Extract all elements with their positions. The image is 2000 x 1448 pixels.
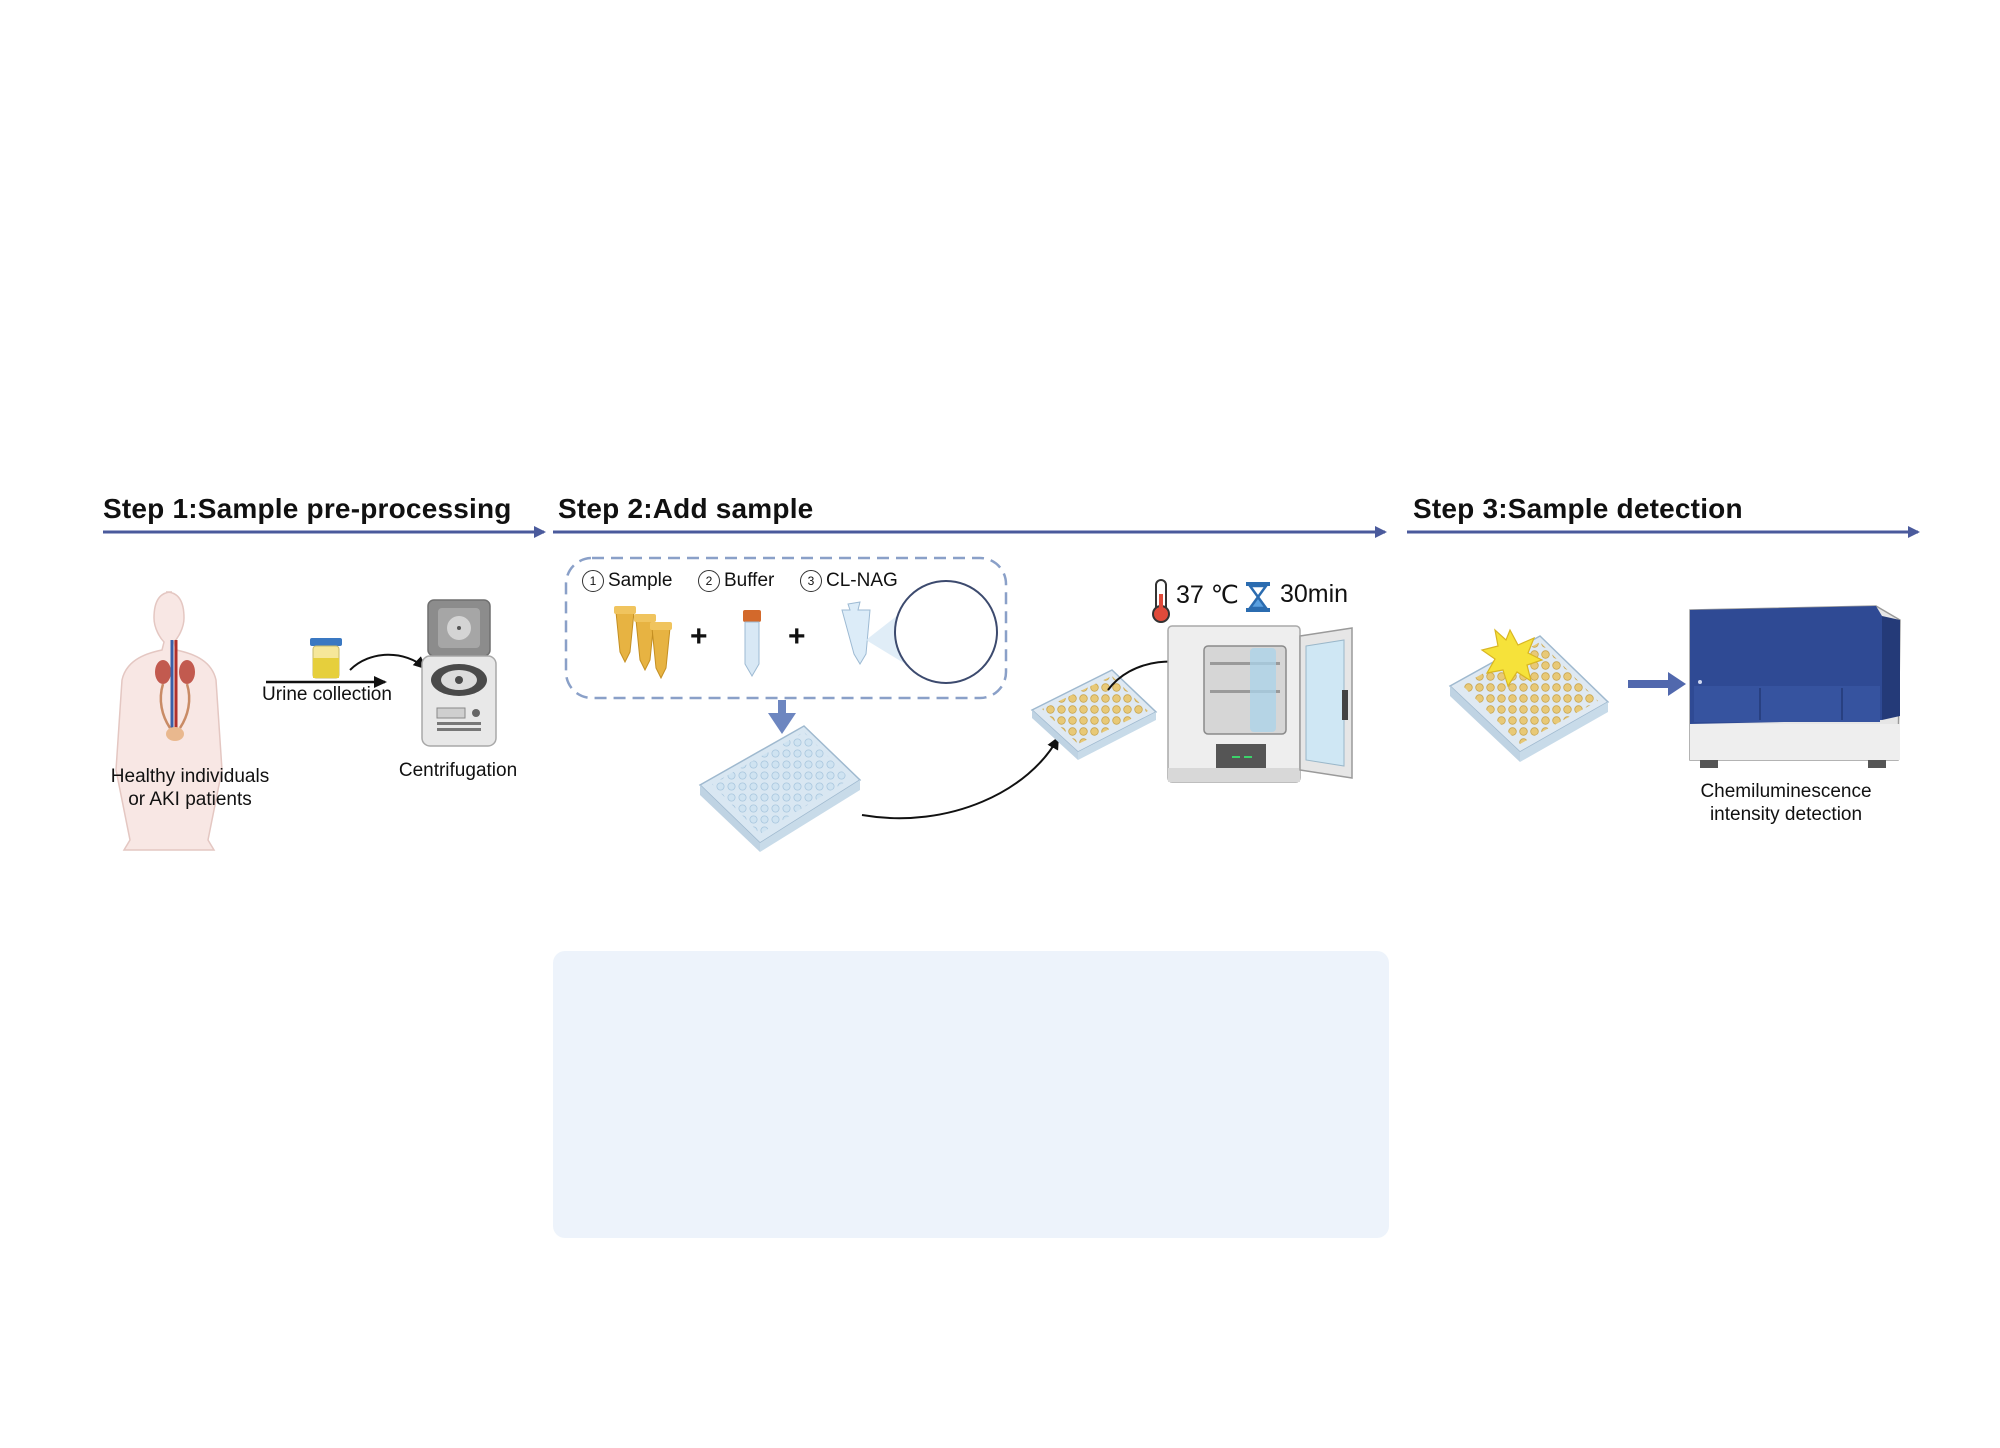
yellow-well-plate — [1030, 669, 1158, 760]
subject-label-line2: or AKI patients — [128, 789, 252, 810]
down-arrow — [768, 700, 796, 734]
temperature-label: 37 ℃ — [1176, 581, 1239, 609]
centrifugation-label: Centrifugation — [398, 760, 518, 781]
plus-sign-1: + — [690, 620, 708, 653]
detector-label-line1: Chemiluminescence — [1700, 781, 1872, 802]
reagent-number-1: 1 — [582, 570, 604, 592]
step2-title: Step 2:Add sample — [558, 493, 814, 524]
blue-well-plate — [698, 725, 862, 852]
note-panel — [553, 951, 1389, 1238]
plus-sign-2: + — [788, 620, 806, 653]
light-burst-icon — [1480, 628, 1544, 688]
reagent-name-3: CL-NAG — [826, 570, 898, 592]
buffer-tube-icon — [743, 610, 761, 677]
sample-tubes-icon — [614, 606, 672, 680]
reagent-number-2: 2 — [698, 570, 720, 592]
detector-label-line2: intensity detection — [1709, 804, 1863, 825]
detection-arrow — [1628, 672, 1686, 696]
hourglass-icon — [1246, 582, 1270, 612]
reagent-name-1: Sample — [608, 570, 673, 592]
detector-instrument-icon — [1689, 605, 1901, 768]
step3-title: Step 3:Sample detection — [1413, 493, 1743, 524]
reagent-number-3: 3 — [800, 570, 822, 592]
urine-to-centrifuge-arrow — [266, 653, 427, 688]
incubator-icon — [1167, 625, 1353, 783]
plate-to-plate-arrow — [861, 736, 1059, 820]
time-label: 30min — [1280, 580, 1349, 608]
subject-label-line1: Healthy individuals — [110, 766, 270, 787]
urine-cup-icon — [310, 638, 342, 679]
human-body-icon — [115, 591, 223, 851]
urine-collection-label: Urine collection — [262, 684, 392, 705]
magnifier-circle — [894, 580, 998, 684]
subject-label: Healthy individuals or AKI patients — [90, 765, 290, 811]
centrifuge-icon — [421, 599, 497, 747]
thermometer-icon — [1152, 579, 1170, 623]
detector-label: Chemiluminescence intensity detection — [1676, 780, 1896, 826]
reagent-box — [564, 556, 1008, 700]
reagent-name-2: Buffer — [724, 570, 775, 592]
step1-title: Step 1:Sample pre-processing — [103, 493, 512, 524]
